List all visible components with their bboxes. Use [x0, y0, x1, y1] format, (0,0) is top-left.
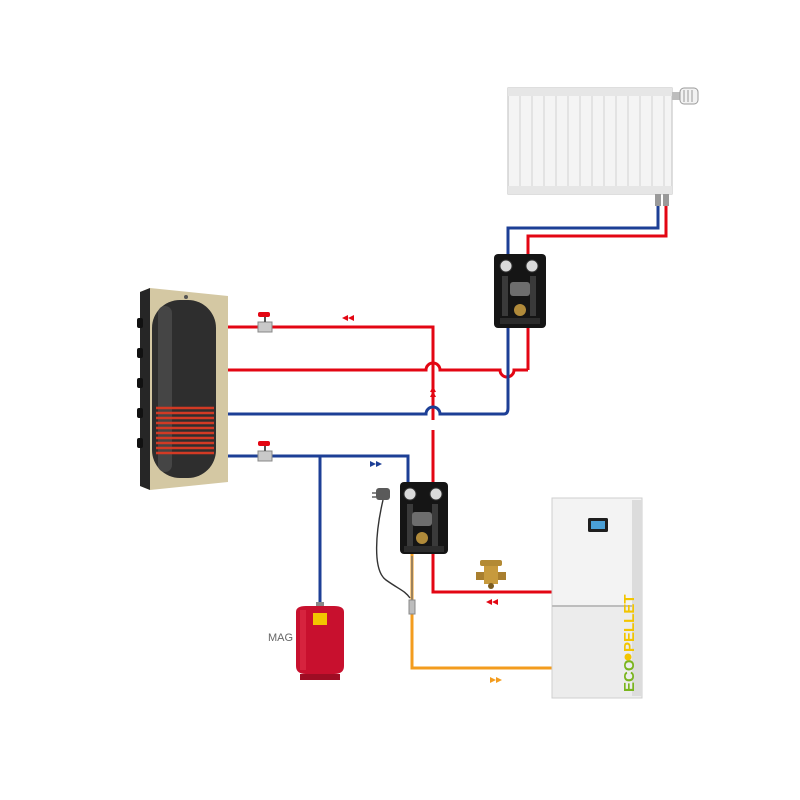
pump-group-icon — [400, 482, 448, 554]
flow-arrow-icon — [490, 677, 502, 683]
expansion-vessel-icon — [296, 602, 344, 680]
radiator-supply-pipe — [526, 206, 668, 370]
boiler-brand-dot — [624, 653, 632, 661]
expansion-vessel-label: MAG — [268, 632, 293, 644]
power-plug-icon — [372, 488, 411, 599]
flow-arrow-icon — [486, 599, 498, 605]
thermostatic-valve-icon — [672, 87, 699, 105]
tank-low-return-pipe — [228, 370, 510, 416]
ball-valve-icon — [257, 312, 273, 333]
radiator-connection-fittings — [655, 194, 669, 206]
flow-arrow-icon — [342, 315, 354, 321]
tank-mid-supply-pipe — [228, 361, 528, 379]
pellet-boiler-icon — [551, 497, 643, 699]
boiler-brand-pellet: PELLET — [621, 594, 638, 652]
buffer-tank-icon — [137, 288, 228, 490]
boiler-brand-logo: ECO PELLET — [621, 594, 638, 692]
flow-arrow-icon — [370, 461, 382, 467]
ball-valve-icon — [257, 441, 273, 462]
boiler-brand-eco: ECO — [621, 659, 638, 692]
pump-group-icon — [494, 254, 546, 328]
flow-arrow-icon — [430, 386, 436, 397]
mixing-valve-icon — [476, 560, 506, 589]
tank-top-supply-pipe — [228, 325, 435, 420]
tank-bottom-return-pipe — [228, 454, 410, 484]
sensor-icon — [408, 556, 416, 615]
radiator-icon — [507, 87, 673, 195]
